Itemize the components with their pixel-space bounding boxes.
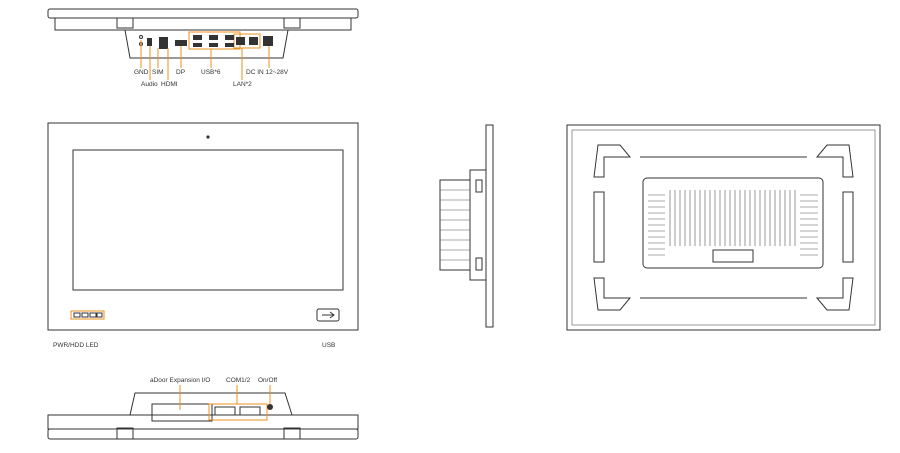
label-front-usb: USB xyxy=(322,342,335,349)
label-audio: Audio xyxy=(141,81,158,88)
label-adoor-expansion: aDoor Expansion I/O xyxy=(150,377,210,384)
label-hdmi: HDMI xyxy=(161,81,178,88)
bottom-view: aDoor Expansion I/O COM1/2 On/Off xyxy=(47,377,359,440)
label-pwr-hdd-led: PWR/HDD LED xyxy=(53,342,99,349)
side-view xyxy=(439,124,494,328)
label-lan: LAN*2 xyxy=(233,81,252,88)
label-gnd: GND xyxy=(134,69,149,76)
usb-port-icon xyxy=(316,308,340,322)
label-dc-in: DC IN 12~28V xyxy=(246,69,289,76)
back-view xyxy=(566,124,881,331)
label-com-ports: COM1/2 xyxy=(226,377,251,384)
label-dp: DP xyxy=(176,69,185,76)
label-sim: SIM xyxy=(152,69,164,76)
label-on-off: On/Off xyxy=(258,377,277,384)
front-view: PWR/HDD LED USB xyxy=(47,122,359,349)
top-view: GND SIM DP USB*6 DC IN 12~28V Audio HDMI… xyxy=(47,8,359,88)
label-usb-ports: USB*6 xyxy=(201,69,221,76)
camera-icon xyxy=(206,135,210,139)
